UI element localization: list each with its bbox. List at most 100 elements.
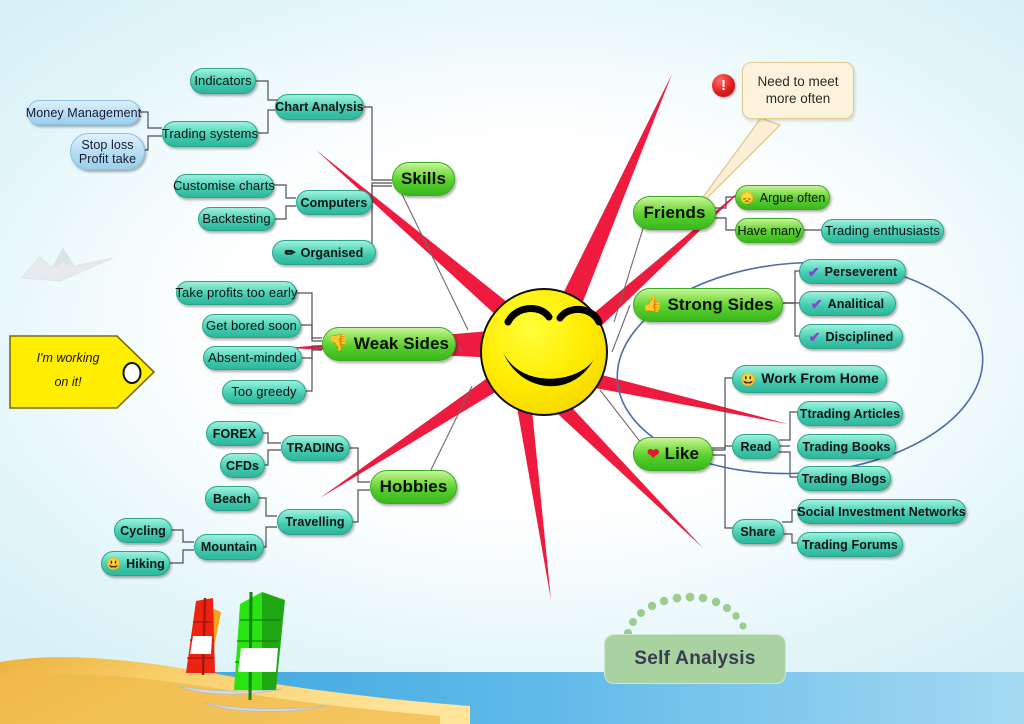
- node-label: Trading Books: [802, 439, 891, 454]
- heart-icon: ❤: [646, 445, 660, 463]
- node-label: FOREX: [212, 426, 257, 441]
- thumbs-down-icon: 👎: [328, 335, 349, 352]
- central-smiley-icon: [480, 288, 608, 416]
- node-label: Like: [664, 444, 700, 464]
- node-label: Work From Home: [761, 370, 880, 387]
- tag-line-2: on it!: [54, 375, 82, 389]
- smiley-icon: 😃: [739, 371, 757, 387]
- node-hobbies[interactable]: Hobbies: [370, 470, 457, 504]
- check-mark-icon: ✔: [808, 328, 821, 345]
- node-trading-enthusiasts[interactable]: Trading enthusiasts: [821, 219, 944, 243]
- node-label: Backtesting: [202, 210, 271, 226]
- node-skills[interactable]: Skills: [392, 162, 455, 196]
- node-mountain[interactable]: Mountain: [194, 534, 264, 560]
- node-organised[interactable]: ✏ Organised: [272, 240, 376, 265]
- node-money-management[interactable]: Money Management: [25, 100, 142, 125]
- node-analitical[interactable]: ✔ Analitical: [799, 291, 896, 316]
- node-label: Social Investment Networks: [797, 504, 966, 519]
- node-stop-loss-profit-take[interactable]: Stop loss Profit take: [70, 133, 145, 170]
- node-label: Absent-minded: [208, 349, 297, 365]
- node-label: Computers: [300, 195, 368, 210]
- node-forex[interactable]: FOREX: [206, 421, 263, 446]
- callout-leader: [689, 117, 782, 216]
- thumbs-up-icon: 👍: [642, 296, 663, 313]
- node-beach[interactable]: Beach: [205, 486, 259, 511]
- node-label: Trading Forums: [802, 537, 898, 552]
- node-too-greedy[interactable]: Too greedy: [222, 380, 306, 404]
- node-chart-analysis[interactable]: Chart Analysis: [275, 94, 364, 120]
- node-weak-sides[interactable]: 👎 Weak Sides: [322, 327, 456, 361]
- node-label: Mountain: [200, 540, 258, 554]
- beach-scene: [0, 657, 1024, 724]
- node-hiking[interactable]: 😃 Hiking: [101, 551, 170, 576]
- node-friends[interactable]: Friends: [633, 196, 716, 230]
- working-tag-note[interactable]: I'm working on it!: [18, 340, 118, 402]
- node-work-from-home[interactable]: 😃 Work From Home: [732, 365, 887, 393]
- friends-callout-note[interactable]: Need to meet more often: [742, 62, 854, 119]
- node-trading-forums[interactable]: Trading Forums: [797, 532, 903, 557]
- node-label: Indicators: [194, 72, 252, 88]
- node-label: Money Management: [25, 105, 142, 120]
- node-get-bored-soon[interactable]: Get bored soon: [202, 314, 301, 338]
- node-label: Chart Analysis: [275, 100, 364, 114]
- node-cfds[interactable]: CFDs: [220, 453, 265, 478]
- seagull-icon: [20, 247, 114, 282]
- node-take-profits-too-early[interactable]: Take profits too early: [175, 281, 298, 305]
- node-indicators[interactable]: Indicators: [190, 68, 256, 94]
- node-label: Travelling: [285, 515, 345, 529]
- node-label: Strong Sides: [667, 295, 774, 315]
- node-backtesting[interactable]: Backtesting: [198, 207, 275, 231]
- node-travelling[interactable]: Travelling: [277, 509, 353, 535]
- node-customise-charts[interactable]: Customise charts: [172, 174, 276, 198]
- node-label: Beach: [212, 491, 252, 506]
- node-label: Take profits too early: [175, 284, 298, 300]
- node-label: TRADING: [286, 441, 345, 455]
- node-label: Too greedy: [231, 383, 297, 399]
- sad-face-icon: 😞: [739, 190, 755, 205]
- node-read[interactable]: Read: [732, 434, 780, 459]
- node-trading-articles[interactable]: Ttrading Articles: [797, 401, 903, 426]
- node-cycling[interactable]: Cycling: [114, 518, 172, 543]
- node-argue-often[interactable]: 😞 Argue often: [735, 185, 830, 210]
- node-label: Share: [740, 524, 776, 539]
- node-label: Ttrading Articles: [799, 406, 901, 421]
- node-label: Get bored soon: [205, 317, 298, 333]
- node-disciplined[interactable]: ✔ Disciplined: [799, 324, 903, 349]
- node-trading-books[interactable]: Trading Books: [797, 434, 896, 459]
- callout-text: Need to meet more often: [757, 73, 839, 106]
- node-label: Read: [740, 439, 772, 454]
- sailboats-illustration: [177, 591, 331, 712]
- node-label: CFDs: [225, 458, 260, 473]
- tag-line-1: I'm working: [36, 351, 100, 366]
- node-perseverent[interactable]: ✔ Perseverent: [799, 259, 906, 284]
- node-social-investment-networks[interactable]: Social Investment Networks: [797, 499, 966, 524]
- node-label: Customise charts: [172, 177, 276, 193]
- alert-exclamation-icon[interactable]: !: [712, 74, 735, 97]
- node-absent-minded[interactable]: Absent-minded: [203, 346, 302, 370]
- node-label: Trading Blogs: [801, 471, 887, 486]
- node-computers[interactable]: Computers: [296, 190, 372, 215]
- node-label: Perseverent: [824, 264, 898, 279]
- node-label: Hiking: [126, 556, 165, 571]
- node-label: Disciplined: [825, 329, 894, 344]
- node-label: Friends: [643, 203, 706, 223]
- node-share[interactable]: Share: [732, 519, 784, 544]
- node-strong-sides[interactable]: 👍 Strong Sides: [633, 288, 783, 322]
- page-title: Self Analysis: [634, 648, 756, 669]
- node-trading-systems[interactable]: Trading systems: [162, 121, 258, 147]
- check-mark-icon: ✔: [810, 295, 823, 312]
- node-have-many[interactable]: Have many: [735, 218, 804, 243]
- node-label: Have many: [737, 223, 802, 238]
- node-label: Organised: [300, 245, 364, 260]
- node-label: Analitical: [827, 296, 885, 311]
- node-trading-blogs[interactable]: Trading Blogs: [797, 466, 891, 491]
- node-trading[interactable]: TRADING: [281, 435, 350, 461]
- node-like[interactable]: ❤ Like: [633, 437, 713, 471]
- pencil-icon: ✏: [284, 245, 296, 260]
- self-analysis-title-box[interactable]: Self Analysis: [604, 634, 786, 684]
- node-label: Cycling: [120, 523, 166, 538]
- smiley-icon: 😃: [106, 556, 122, 571]
